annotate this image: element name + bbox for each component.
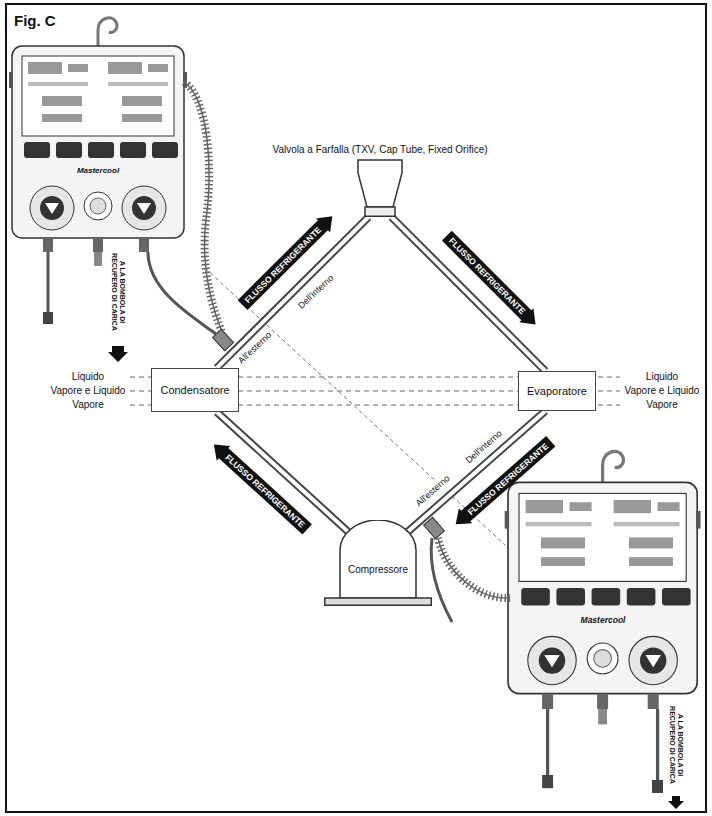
evaporator-box: Evaporatore: [518, 371, 596, 411]
down-arrow: [108, 346, 128, 362]
pipe-side-label: Dell'interno: [462, 427, 506, 467]
pipe-wall: [392, 217, 546, 371]
node-label: Valvola a Farfalla (TXV, Cap Tube, Fixed…: [272, 144, 487, 155]
compressor-dome: [340, 520, 416, 598]
compressor-base: [325, 598, 432, 605]
digital-manifold: [9, 18, 187, 324]
state-label: Liquido: [70, 371, 106, 383]
pipe-bore: [392, 217, 546, 371]
expansion-valve: Valvola a Farfalla (TXV, Cap Tube, Fixed…: [272, 144, 487, 217]
coiled-hose: [438, 538, 510, 598]
down-arrow: [668, 796, 684, 809]
pipe-side-label: Dell'interno: [295, 271, 338, 312]
state-label: Liquido: [644, 371, 680, 383]
pipe-side-label: All'esterno: [412, 472, 453, 510]
compressor-symbol: Compressore: [324, 520, 432, 606]
valve-outline: [357, 159, 403, 217]
figure-frame: [6, 4, 706, 812]
brand-name: Mastercool: [581, 615, 626, 625]
state-label: Vapore: [70, 399, 106, 411]
pipe-bore: [217, 217, 369, 368]
node-label: Condensatore: [160, 384, 229, 396]
compressor-outline: [324, 520, 432, 606]
coiled-hose: [438, 538, 510, 598]
coiled-hose: [184, 82, 222, 332]
hose: [656, 709, 659, 780]
valve-body: [358, 160, 402, 207]
coiled-hose: [184, 82, 222, 332]
condenser-box: Condensatore: [151, 368, 238, 412]
hose-destination-note: A LA BOMBOLA DI RECUPERO DI CARICA: [110, 242, 126, 342]
hose-guide-line: [205, 268, 505, 545]
refrigerant-pipe: [217, 216, 369, 368]
valve-outlet: [365, 207, 395, 216]
state-label: Vapore e Liquido: [623, 385, 702, 397]
pipe-wall: [217, 217, 369, 368]
node-label: Evaporatore: [527, 385, 587, 397]
brand-name: Mastercool: [77, 166, 119, 176]
refrigerant-pipe: [392, 217, 546, 371]
flow-arrow: FLUSSO REFRIGERANTE: [442, 230, 533, 321]
service-port: [212, 329, 233, 350]
hose-fitting: [652, 780, 663, 793]
flow-arrow: FLUSSO REFRIGERANTE: [218, 447, 312, 534]
hose-destination-note: A LA BOMBOLA DI RECUPERO DI CARICA: [668, 697, 684, 793]
node-label: Compressore: [324, 564, 432, 575]
state-label: Vapore: [644, 399, 680, 411]
hose: [431, 538, 452, 622]
state-label: Vapore e Liquido: [49, 385, 128, 397]
pipe-side-label: All'esterno: [235, 328, 276, 367]
figure-number: Fig. C: [14, 12, 56, 30]
